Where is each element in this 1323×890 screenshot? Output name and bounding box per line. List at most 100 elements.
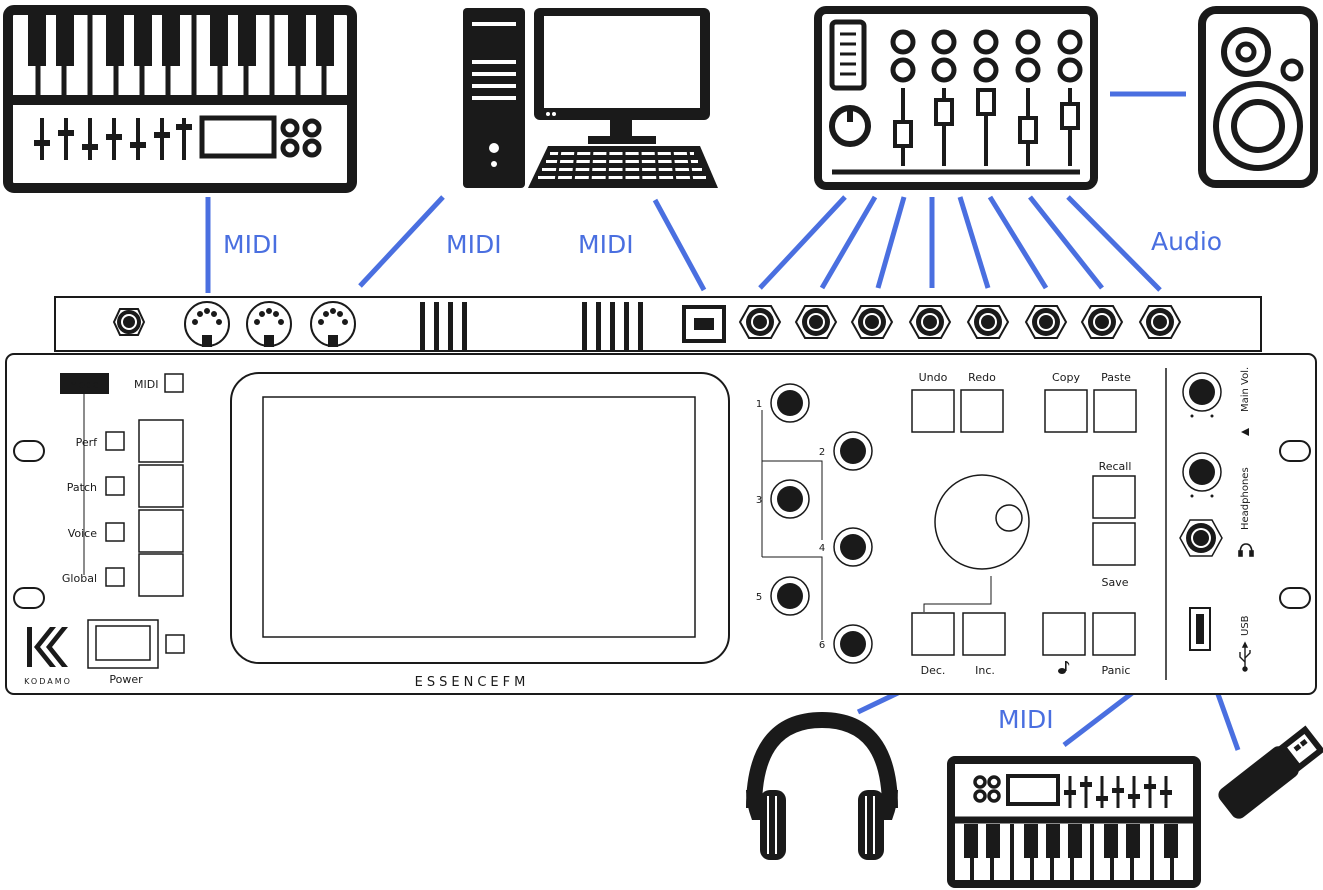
product-name: ESSENCEFM bbox=[415, 675, 530, 690]
encoder-number: 3 bbox=[756, 495, 762, 506]
recall-label: Recall bbox=[1099, 460, 1132, 473]
cable-mixer-1 bbox=[758, 195, 847, 290]
midi-din-ports bbox=[184, 301, 356, 347]
mode-item-patch[interactable]: Patch bbox=[67, 464, 184, 508]
mode-item-global[interactable]: Global bbox=[62, 553, 184, 597]
panic-label: Panic bbox=[1102, 664, 1131, 677]
main-knob[interactable] bbox=[934, 474, 1030, 570]
encoder-4[interactable]: 4 bbox=[819, 527, 873, 567]
encoder-lines bbox=[761, 410, 823, 640]
mode-item-perf[interactable]: Perf bbox=[76, 419, 184, 463]
rear-jack-icon bbox=[112, 308, 146, 336]
cable-mixer-2 bbox=[819, 195, 878, 290]
mode-led bbox=[105, 431, 125, 451]
encoder-3[interactable]: 3 bbox=[756, 479, 810, 519]
label-mixer-audio: Audio bbox=[1151, 227, 1222, 256]
usb-a-port[interactable] bbox=[1189, 607, 1211, 651]
usb-b-port-icon bbox=[682, 305, 726, 343]
cable-mixer-5 bbox=[957, 196, 991, 289]
connection-labels: MIDI MIDI MIDI Audio MIDI bbox=[223, 227, 1222, 734]
panic-button[interactable]: Panic bbox=[1092, 612, 1136, 677]
encoder-number: 5 bbox=[756, 592, 762, 603]
cable-mixer-8 bbox=[1066, 195, 1162, 292]
rack-holes bbox=[13, 440, 1311, 609]
mode-item-label: Voice bbox=[68, 527, 98, 540]
desktop-computer-icon bbox=[463, 8, 718, 188]
note-button[interactable] bbox=[1042, 612, 1086, 674]
mode-item-voice[interactable]: Voice bbox=[68, 509, 184, 553]
recall-button[interactable]: Recall bbox=[1092, 460, 1136, 519]
speaker-icon bbox=[1198, 6, 1318, 188]
mode-item-label: Perf bbox=[76, 436, 99, 449]
headphone-small-icon bbox=[1238, 543, 1254, 557]
audio-out-jack-icon bbox=[1138, 305, 1182, 339]
mode-button[interactable] bbox=[138, 464, 184, 508]
audio-mixer-icon bbox=[814, 6, 1098, 190]
mode-item-label: Global bbox=[62, 572, 97, 585]
vent-icon bbox=[420, 302, 643, 350]
encoder-2[interactable]: 2 bbox=[819, 431, 873, 471]
undo-button[interactable]: Undo bbox=[911, 371, 955, 433]
encoder-number: 1 bbox=[756, 399, 762, 410]
label-keyboard-midi: MIDI bbox=[223, 230, 279, 259]
midi-keyboard-icon bbox=[947, 756, 1201, 888]
audio-out-jack-icon bbox=[1080, 305, 1124, 339]
brand-name: KODAMO bbox=[24, 677, 72, 686]
midi-led bbox=[164, 373, 184, 393]
save-button[interactable]: Save bbox=[1092, 522, 1136, 589]
save-label: Save bbox=[1101, 576, 1128, 589]
paste-label: Paste bbox=[1101, 371, 1131, 384]
kodamo-logo-icon bbox=[27, 627, 68, 667]
mode-title: Mode bbox=[69, 378, 99, 391]
power-label: Power bbox=[109, 673, 143, 686]
audio-out-jack-icon bbox=[738, 305, 782, 339]
redo-button[interactable]: Redo bbox=[960, 371, 1004, 433]
mode-led bbox=[105, 567, 125, 587]
label-computer-midi-din: MIDI bbox=[446, 230, 502, 259]
usb-stick-icon bbox=[1218, 725, 1323, 819]
rear-panel bbox=[54, 296, 1262, 352]
redo-label: Redo bbox=[968, 371, 996, 384]
cable-computer-midi-din bbox=[358, 195, 445, 288]
undo-label: Undo bbox=[919, 371, 948, 384]
midi-din-thru-icon bbox=[310, 301, 356, 347]
mode-button[interactable] bbox=[138, 419, 184, 463]
encoder-1[interactable]: 1 bbox=[756, 383, 810, 423]
headphones-icon bbox=[746, 711, 898, 860]
audio-out-jack-icon bbox=[1024, 305, 1068, 339]
display-bezel bbox=[230, 372, 730, 664]
mode-button[interactable] bbox=[138, 509, 184, 553]
front-panel: Mode MIDI Perf Patch Voice Global bbox=[5, 353, 1317, 695]
encoder-number: 6 bbox=[819, 640, 825, 651]
dec-button[interactable]: Dec. bbox=[911, 612, 955, 677]
cable-mixer-3 bbox=[875, 196, 907, 289]
headphone-jack[interactable] bbox=[1179, 519, 1223, 557]
inc-label: Inc. bbox=[975, 664, 995, 677]
encoder-5[interactable]: 5 bbox=[756, 576, 810, 616]
mode-title-bg bbox=[60, 373, 109, 394]
encoder-6[interactable]: 6 bbox=[819, 624, 873, 664]
mode-button[interactable] bbox=[138, 553, 184, 597]
midi-din-out-icon bbox=[246, 301, 292, 347]
label-usb-host-midi: MIDI bbox=[998, 705, 1054, 734]
main-volume-knob[interactable] bbox=[1182, 372, 1222, 418]
knob-connector-line bbox=[923, 576, 992, 612]
power-switch[interactable] bbox=[87, 619, 159, 669]
main-vol-label: Main Vol. bbox=[1240, 367, 1251, 412]
audio-out-jack-icon bbox=[794, 305, 838, 339]
encoder-number: 2 bbox=[819, 447, 825, 458]
dec-label: Dec. bbox=[921, 664, 946, 677]
copy-button[interactable]: Copy bbox=[1044, 371, 1088, 433]
headphones-volume-knob[interactable] bbox=[1182, 452, 1222, 498]
inc-button[interactable]: Inc. bbox=[962, 612, 1006, 677]
mode-item-label: Patch bbox=[67, 481, 97, 494]
usb-label: USB bbox=[1240, 615, 1251, 636]
cable-mixer-6 bbox=[987, 195, 1049, 290]
synth-keyboard-icon bbox=[3, 5, 357, 193]
volume-ramp-icon bbox=[1241, 428, 1249, 436]
audio-out-jacks bbox=[738, 305, 1182, 339]
usb-symbol-icon bbox=[1239, 641, 1251, 672]
paste-button[interactable]: Paste bbox=[1093, 371, 1137, 433]
mode-led bbox=[105, 522, 125, 542]
